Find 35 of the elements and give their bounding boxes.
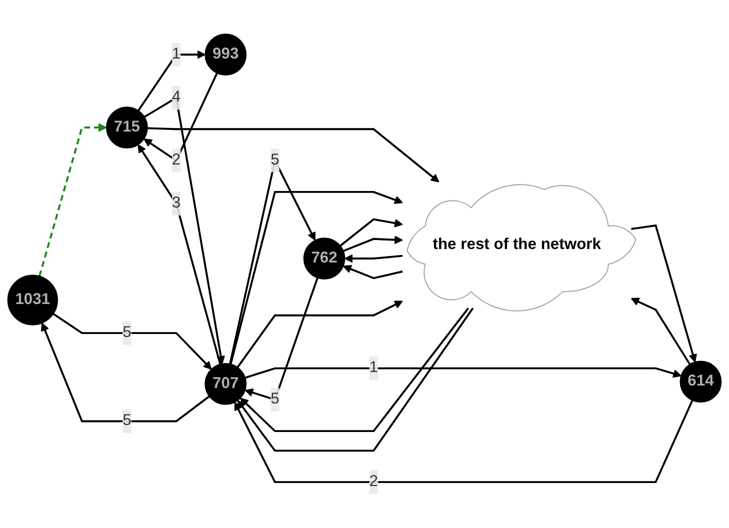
node-circle: 1031 (7, 274, 58, 326)
edge-label: 5 (270, 152, 280, 168)
edge-label: 5 (122, 412, 132, 430)
arrow (147, 127, 440, 182)
arrow (630, 298, 691, 365)
edge-label: 2 (369, 473, 378, 490)
arrow (40, 322, 210, 422)
arrow (342, 236, 403, 252)
edge-label: 2 (172, 152, 181, 168)
arrow (234, 400, 694, 484)
node-circle: 614 (680, 360, 722, 403)
arrow (138, 144, 222, 365)
node-circle: 715 (106, 106, 148, 148)
node-circle: 707 (204, 363, 247, 405)
edge-label: 1 (172, 46, 181, 62)
edge-label: 4 (172, 88, 181, 106)
arrow (340, 218, 403, 247)
arrow (344, 254, 403, 263)
arrow (236, 300, 403, 368)
edge-label: 5 (270, 390, 280, 408)
node-circle: 993 (204, 34, 247, 76)
edge-label: 1 (369, 359, 378, 376)
arrow (230, 190, 403, 364)
arrow (138, 50, 206, 112)
arrow (38, 123, 107, 276)
arrow (52, 313, 212, 370)
arrow (631, 224, 698, 362)
edge-label: 3 (172, 194, 181, 212)
arrow (244, 278, 318, 401)
arrow (342, 264, 403, 280)
arrow (237, 308, 474, 452)
arrow (240, 308, 470, 432)
edge-label: 5 (122, 324, 132, 341)
arrow (244, 367, 682, 379)
node-circle: 762 (303, 238, 346, 280)
